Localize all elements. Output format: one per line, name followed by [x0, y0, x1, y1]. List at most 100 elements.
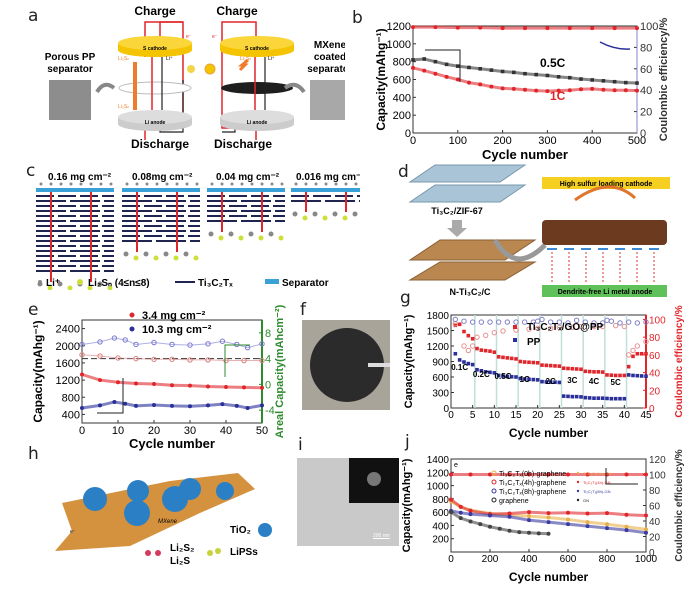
y2-tick-label: 0	[265, 379, 271, 391]
right-axis-arrow	[599, 41, 631, 50]
data-point	[527, 360, 531, 365]
data-point	[170, 403, 174, 408]
mxene-sheet	[55, 473, 255, 551]
data-point	[644, 527, 648, 532]
data-point	[523, 71, 527, 76]
x-tick-label: 0	[410, 135, 416, 147]
anode-box	[542, 285, 667, 297]
particle-dot	[163, 251, 169, 257]
ti3c2-zif67-sheet-top	[408, 164, 527, 183]
data-point	[134, 403, 138, 408]
data-point	[546, 515, 551, 520]
data-point	[531, 377, 536, 382]
mxene-micrograph	[310, 80, 345, 120]
data-point	[624, 512, 629, 517]
data-point	[433, 25, 438, 30]
data-point	[474, 334, 480, 340]
data-point	[507, 511, 512, 516]
data-point	[478, 522, 483, 527]
separator-layer	[207, 188, 285, 192]
electrode-tab	[368, 363, 390, 367]
data-point	[625, 352, 632, 358]
y-tick-label: 800	[393, 57, 411, 69]
data-point	[570, 394, 575, 399]
data-point	[643, 338, 649, 345]
data-point	[187, 357, 193, 363]
li-ion-dot	[49, 182, 53, 186]
panel-label-c: c	[26, 161, 36, 181]
data-point	[566, 472, 570, 477]
li-ion-dot	[324, 182, 328, 186]
ti3c2-zif67-sheet-bottom	[408, 184, 527, 203]
data-point	[605, 526, 609, 531]
data-point	[469, 343, 476, 349]
x-axis-label: Cycle number	[129, 436, 215, 451]
y2-tick-label: 0	[649, 404, 655, 415]
li-ion-dot	[280, 182, 284, 186]
tio2-particle	[83, 487, 107, 511]
data-point	[458, 504, 463, 509]
left-separator-label-2: separator	[47, 64, 93, 75]
data-point	[644, 513, 648, 518]
li-ion-dot	[165, 182, 169, 186]
data-point	[583, 369, 588, 374]
y-tick-label: 200	[393, 110, 411, 122]
data-point	[514, 357, 518, 361]
legend-tio2-icon	[258, 523, 272, 537]
data-point	[622, 373, 627, 378]
data-point	[605, 373, 609, 377]
y-tick-label: 1600	[56, 358, 80, 370]
annotation-1c: 1C	[550, 89, 566, 103]
y-tick-label: 1200	[387, 21, 411, 33]
data-point	[97, 353, 103, 359]
data-point	[540, 363, 544, 367]
electron-label: e⁻	[70, 529, 76, 535]
data-point	[608, 318, 615, 324]
data-point	[467, 65, 471, 70]
data-point	[507, 528, 512, 533]
data-point	[599, 323, 606, 330]
data-point	[544, 380, 549, 384]
data-point	[453, 323, 458, 328]
x-tick-label: 30	[575, 410, 587, 421]
data-point	[565, 320, 571, 326]
particle-dot	[153, 255, 159, 261]
data-point	[544, 363, 549, 368]
particle-dot	[238, 235, 244, 241]
data-point	[469, 319, 476, 325]
x-tick-label: 600	[560, 554, 577, 565]
li-ion-dot	[314, 182, 318, 186]
data-point	[259, 357, 265, 364]
data-point	[242, 385, 246, 390]
y2-tick-label: 8	[265, 328, 271, 340]
data-point	[466, 361, 471, 366]
right-axis-arrow	[224, 344, 250, 377]
data-point	[585, 520, 590, 525]
li-ion-dot	[230, 182, 234, 186]
x-tick-label: 400	[521, 554, 538, 565]
data-point	[455, 25, 460, 30]
legend-label: 3.4 mg cm⁻²	[142, 310, 206, 322]
particle-dot	[47, 285, 53, 290]
data-point	[152, 402, 156, 407]
data-point	[547, 325, 554, 331]
n-ti3c2-c-sheet-bottom	[408, 261, 537, 281]
y2-tick-label: 40	[640, 85, 652, 97]
data-point	[573, 317, 580, 324]
x-tick-label: 35	[597, 410, 609, 421]
data-point	[624, 524, 629, 529]
data-point	[187, 342, 193, 348]
data-point	[449, 472, 453, 477]
data-point	[483, 348, 488, 353]
legend-label: 10.3 mg cm⁻²	[142, 324, 212, 336]
y2-axis-label: Coulombic efficiency/%	[658, 18, 670, 142]
data-point	[482, 332, 489, 339]
y-axis-label: Capacity(mAhg⁻¹)	[401, 458, 413, 552]
data-point	[468, 512, 473, 517]
data-point	[545, 26, 550, 31]
right-separator-label-2: coated	[314, 52, 345, 63]
cathode-box-label: High sulfur loading cathode	[560, 181, 653, 188]
data-point	[422, 57, 426, 61]
